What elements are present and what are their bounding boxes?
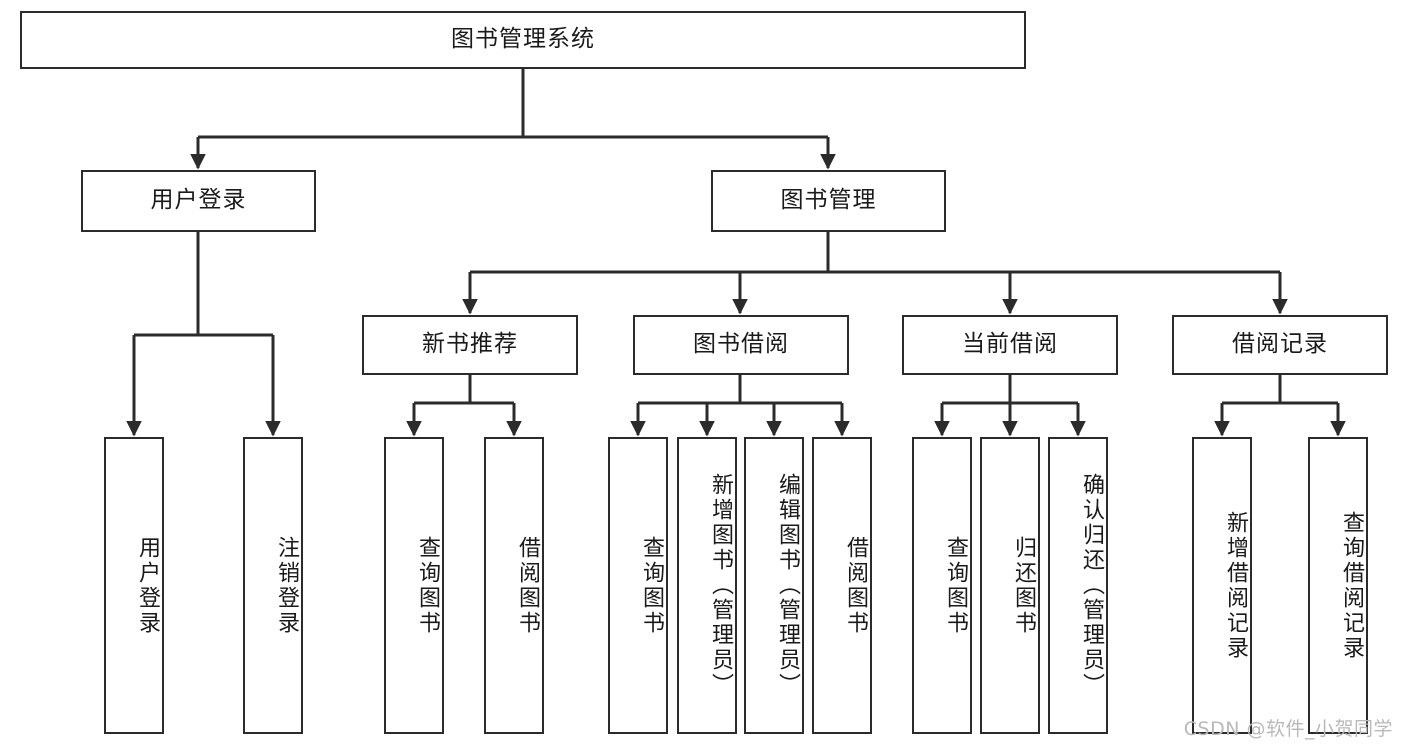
node-leaf-record-query-borrow-record[interactable]: 查询借阅记录 bbox=[1308, 437, 1368, 734]
node-label: 用户登录 bbox=[135, 535, 160, 636]
node-label: 图书管理系统 bbox=[451, 26, 595, 53]
node-leaf-current-confirm-return-admin[interactable]: 确认归还（管理员） bbox=[1048, 437, 1108, 734]
node-label: 借阅记录 bbox=[1232, 331, 1328, 358]
node-label: 当前借阅 bbox=[962, 331, 1058, 358]
node-root-book-management-system[interactable]: 图书管理系统 bbox=[20, 11, 1026, 69]
node-label: 用户登录 bbox=[150, 187, 247, 214]
node-leaf-borrow-query-book[interactable]: 查询图书 bbox=[608, 437, 668, 734]
node-leaf-logout[interactable]: 注销登录 bbox=[243, 437, 303, 734]
node-leaf-borrow-borrow-book[interactable]: 借阅图书 bbox=[812, 437, 872, 734]
node-label: 查询图书 bbox=[415, 535, 440, 636]
node-leaf-recommend-query-book[interactable]: 查询图书 bbox=[384, 437, 444, 734]
node-label: 图书管理 bbox=[780, 187, 877, 214]
node-borrow-record[interactable]: 借阅记录 bbox=[1172, 315, 1388, 375]
csdn-watermark: CSDN @软件_小贺同学 bbox=[1183, 718, 1393, 740]
node-label: 注销登录 bbox=[274, 535, 299, 636]
node-leaf-user-login[interactable]: 用户登录 bbox=[104, 437, 164, 734]
node-leaf-current-return-book[interactable]: 归还图书 bbox=[980, 437, 1040, 734]
node-label: 查询图书 bbox=[943, 535, 968, 636]
node-current-borrow[interactable]: 当前借阅 bbox=[902, 315, 1118, 375]
node-label: 借阅图书 bbox=[843, 535, 868, 636]
node-label: 新增图书（管理员） bbox=[708, 473, 733, 698]
node-leaf-recommend-borrow-book[interactable]: 借阅图书 bbox=[484, 437, 544, 734]
node-leaf-borrow-edit-book-admin[interactable]: 编辑图书（管理员） bbox=[744, 437, 804, 734]
node-label: 查询图书 bbox=[639, 535, 664, 636]
node-label: 新书推荐 bbox=[422, 331, 518, 358]
node-label: 归还图书 bbox=[1011, 535, 1036, 636]
node-label: 编辑图书（管理员） bbox=[775, 473, 800, 698]
node-book-borrow[interactable]: 图书借阅 bbox=[633, 315, 849, 375]
node-label: 确认归还（管理员） bbox=[1079, 473, 1104, 698]
node-leaf-record-add-borrow-record[interactable]: 新增借阅记录 bbox=[1192, 437, 1252, 734]
node-book-management[interactable]: 图书管理 bbox=[711, 170, 946, 232]
node-label: 新增借阅记录 bbox=[1223, 510, 1248, 661]
node-user-login[interactable]: 用户登录 bbox=[81, 170, 316, 232]
node-label: 查询借阅记录 bbox=[1339, 510, 1364, 661]
node-leaf-current-query-book[interactable]: 查询图书 bbox=[912, 437, 972, 734]
node-label: 借阅图书 bbox=[515, 535, 540, 636]
node-leaf-borrow-add-book-admin[interactable]: 新增图书（管理员） bbox=[677, 437, 737, 734]
node-label: 图书借阅 bbox=[693, 331, 789, 358]
node-new-book-recommend[interactable]: 新书推荐 bbox=[362, 315, 578, 375]
